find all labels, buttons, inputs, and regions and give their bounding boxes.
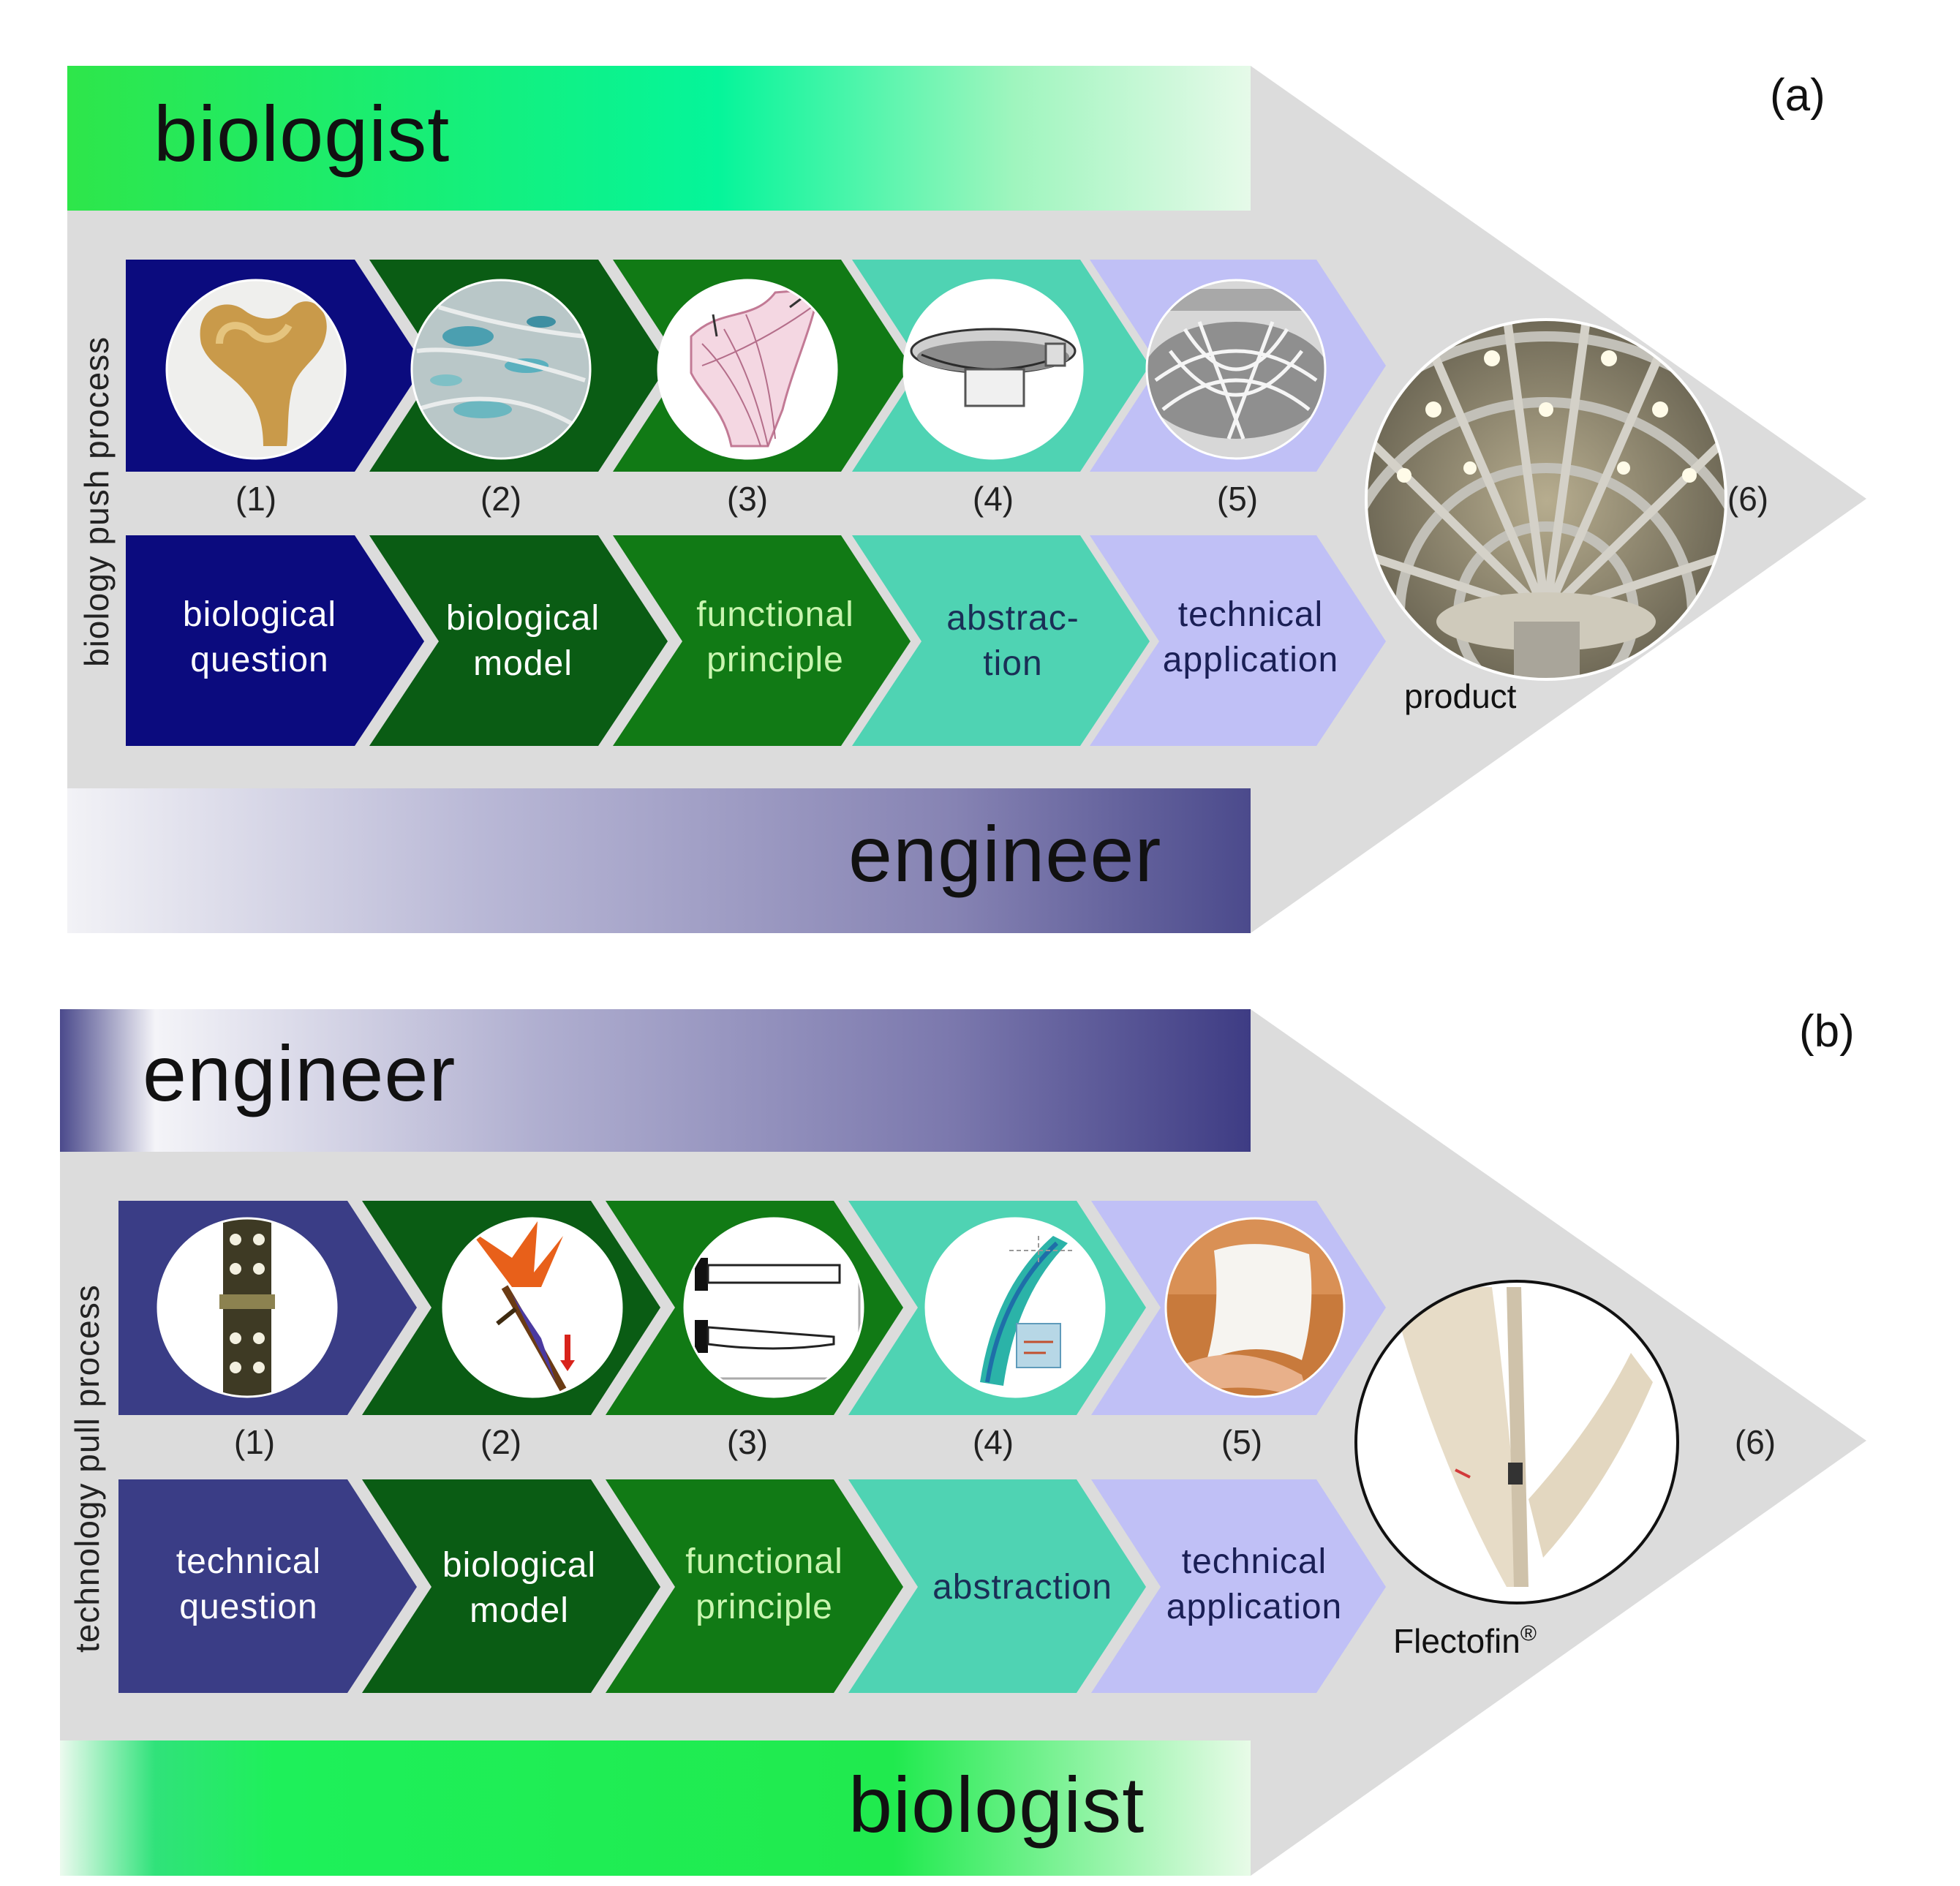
picture-frame-a2 — [410, 279, 592, 460]
step-b3-label: functional principle — [685, 1542, 843, 1626]
ribbed-ceiling-photo — [1366, 320, 1726, 679]
panel-b-tag: (b) — [1799, 1006, 1855, 1057]
picture-frame-a4 — [902, 279, 1084, 460]
picture-frame-b4 — [924, 1217, 1106, 1398]
bird-of-paradise-flower-photo — [443, 1218, 622, 1397]
step-b5-label: technical application — [1166, 1542, 1343, 1626]
step-b2-lower-chevron — [362, 1479, 660, 1693]
step-b5-lower-chevron — [1091, 1479, 1386, 1693]
biologist-label-top: biologist — [154, 89, 451, 178]
engineer-label-bottom: engineer — [848, 810, 1162, 898]
panel-b-technology-pull: engineer biologist (b) technology pull p… — [0, 943, 1960, 1886]
step-b1-number: (1) — [233, 1423, 276, 1461]
step-a2-label: biological model — [445, 599, 600, 683]
biologist-bar — [60, 1740, 1251, 1876]
panel-a-graphics — [67, 66, 1866, 933]
picture-frame-a5 — [1145, 279, 1327, 460]
step-a2-number: (2) — [480, 480, 522, 518]
panel-b-graphics — [60, 1009, 1866, 1876]
biologist-label-bottom: biologist — [848, 1760, 1145, 1849]
dome-model-render — [904, 280, 1082, 459]
step-a3-label: functional principle — [696, 595, 854, 679]
hinge-photo — [158, 1218, 336, 1397]
fem-simulation-render — [926, 1218, 1104, 1397]
step-b3-lower-chevron — [606, 1479, 903, 1693]
picture-frame-a6 — [1365, 318, 1727, 681]
step-b4-number: (4) — [972, 1423, 1014, 1461]
engineer-bar — [67, 788, 1251, 933]
step-a4-label: abstrac- tion — [946, 599, 1079, 683]
step-a4-lower-chevron — [852, 535, 1150, 746]
trajectory-drawing — [658, 280, 837, 459]
step-b5-number: (5) — [1221, 1423, 1263, 1461]
panel-b-side-label: technology pull process — [68, 1284, 106, 1653]
flectofin-caption-text: Flectofin — [1393, 1622, 1520, 1660]
beam-bending-schematic — [685, 1218, 863, 1397]
panel-a-side-label: biology push process — [78, 336, 116, 667]
picture-frame-b5 — [1164, 1217, 1346, 1398]
picture-frame-a3 — [657, 279, 838, 460]
step-a1-label: biological question — [182, 595, 337, 679]
step-b4-label: abstraction — [932, 1568, 1112, 1607]
step-b4-lower-chevron — [848, 1479, 1146, 1693]
registered-mark: ® — [1520, 1621, 1537, 1646]
step-a3-number: (3) — [726, 480, 769, 518]
step-a4-number: (4) — [972, 480, 1014, 518]
bone-cross-section-photo — [167, 280, 345, 459]
picture-frame-a1 — [165, 279, 347, 460]
step-a3-lower-chevron — [613, 535, 911, 746]
step-b6-number: (6) — [1734, 1423, 1776, 1461]
step-b3-number: (3) — [726, 1423, 769, 1461]
picture-frame-b6 — [1354, 1280, 1679, 1604]
panel-a-biology-push: biologist engineer (a) biology push proc… — [67, 66, 1866, 933]
product-caption: product — [1404, 677, 1517, 715]
bone-tissue-micrograph — [412, 280, 590, 459]
step-b1-lower-chevron — [118, 1479, 417, 1693]
step-a5-lower-chevron — [1090, 535, 1386, 746]
picture-frame-b1 — [157, 1217, 338, 1398]
step-b1-label: technical question — [176, 1542, 322, 1626]
picture-frame-b3 — [683, 1217, 864, 1398]
step-b2-label: biological model — [442, 1546, 597, 1630]
biologist-bar — [67, 66, 1251, 211]
picture-frame-b2 — [442, 1217, 623, 1398]
step-a5-number: (5) — [1216, 480, 1259, 518]
step-a6-number: (6) — [1727, 480, 1769, 518]
step-a1-lower-chevron — [126, 535, 424, 746]
step-a1-number: (1) — [235, 480, 277, 518]
flectofin-caption: Flectofin® — [1393, 1621, 1537, 1661]
flectofin-facade-photo — [1356, 1281, 1678, 1603]
step-a2-lower-chevron — [369, 535, 668, 746]
step-a5-label: technical application — [1162, 595, 1339, 679]
engineer-bar — [60, 1009, 1251, 1152]
engineer-label-top: engineer — [143, 1029, 456, 1117]
panel-a-tag: (a) — [1770, 70, 1825, 121]
step-b2-number: (2) — [480, 1423, 522, 1461]
